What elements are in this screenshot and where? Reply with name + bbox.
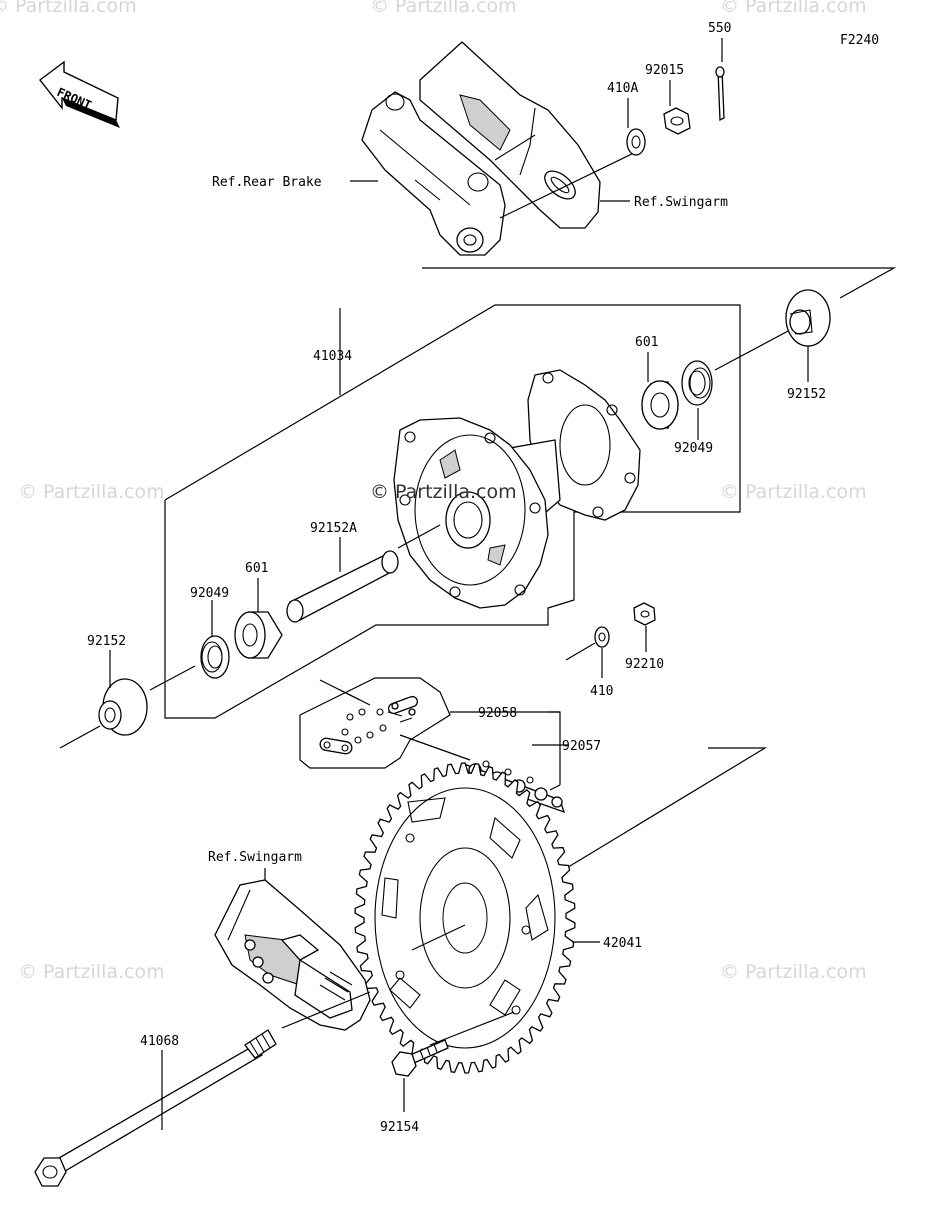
axle-nut-92015 [663,107,691,135]
watermark-top-center: © Partzilla.com [370,0,517,17]
oil-seal-92049-right [681,360,713,406]
swingarm-bottom [214,879,371,1031]
swingarm-top [419,41,601,229]
watermark-top-right: © Partzilla.com [720,0,867,17]
ref-swingarm-bottom: Ref.Swingarm [208,850,302,865]
rear-axle-41068 [34,1029,277,1187]
watermark-mid-left: © Partzilla.com [18,481,165,503]
label-92049-left: 92049 [190,586,229,601]
collar-92152-right [785,289,831,347]
watermark-top-left: © Partzilla.com [0,0,137,17]
rear-brake-bracket [361,91,506,256]
bearing-601-left [234,611,283,659]
label-550: 550 [708,21,731,36]
label-601-left: 601 [245,561,268,576]
rear-sprocket-42041 [354,762,576,1074]
label-92154: 92154 [380,1120,419,1135]
ref-swingarm-top: Ref.Swingarm [634,195,728,210]
watermark-low-left: © Partzilla.com [18,961,165,983]
nut-92210 [633,602,656,626]
watermark-low-right: © Partzilla.com [720,961,867,983]
label-42041: 42041 [603,936,642,951]
oil-seal-92049-left [200,635,230,679]
washer-410 [594,626,610,648]
bolt-92154 [391,1039,449,1077]
ref-rear-brake: Ref.Rear Brake [212,175,322,190]
label-92152-right: 92152 [787,387,826,402]
label-92152-left: 92152 [87,634,126,649]
label-92057: 92057 [562,739,601,754]
master-link-92058 [319,695,419,755]
label-410A: 410A [607,81,638,96]
label-92015: 92015 [645,63,684,78]
spacer-92152A [286,550,399,623]
washer-410A [626,128,646,156]
label-92058: 92058 [478,706,517,721]
label-41068: 41068 [140,1034,179,1049]
label-92210: 92210 [625,657,664,672]
label-92152A: 92152A [310,521,357,536]
label-41034: 41034 [313,349,352,364]
watermark-mid-right: © Partzilla.com [720,481,867,503]
front-arrow-icon: FRONT [39,60,120,128]
cotter-pin-550 [715,66,725,122]
watermark-center: © Partzilla.com [370,481,517,503]
diagram-code: F2240 [840,33,879,48]
collar-92152-left [98,678,148,736]
rear-wheel-hub [393,369,641,609]
label-410: 410 [590,684,613,699]
label-92049-right: 92049 [674,441,713,456]
bearing-601-right [641,380,679,430]
label-601-right: 601 [635,335,658,350]
